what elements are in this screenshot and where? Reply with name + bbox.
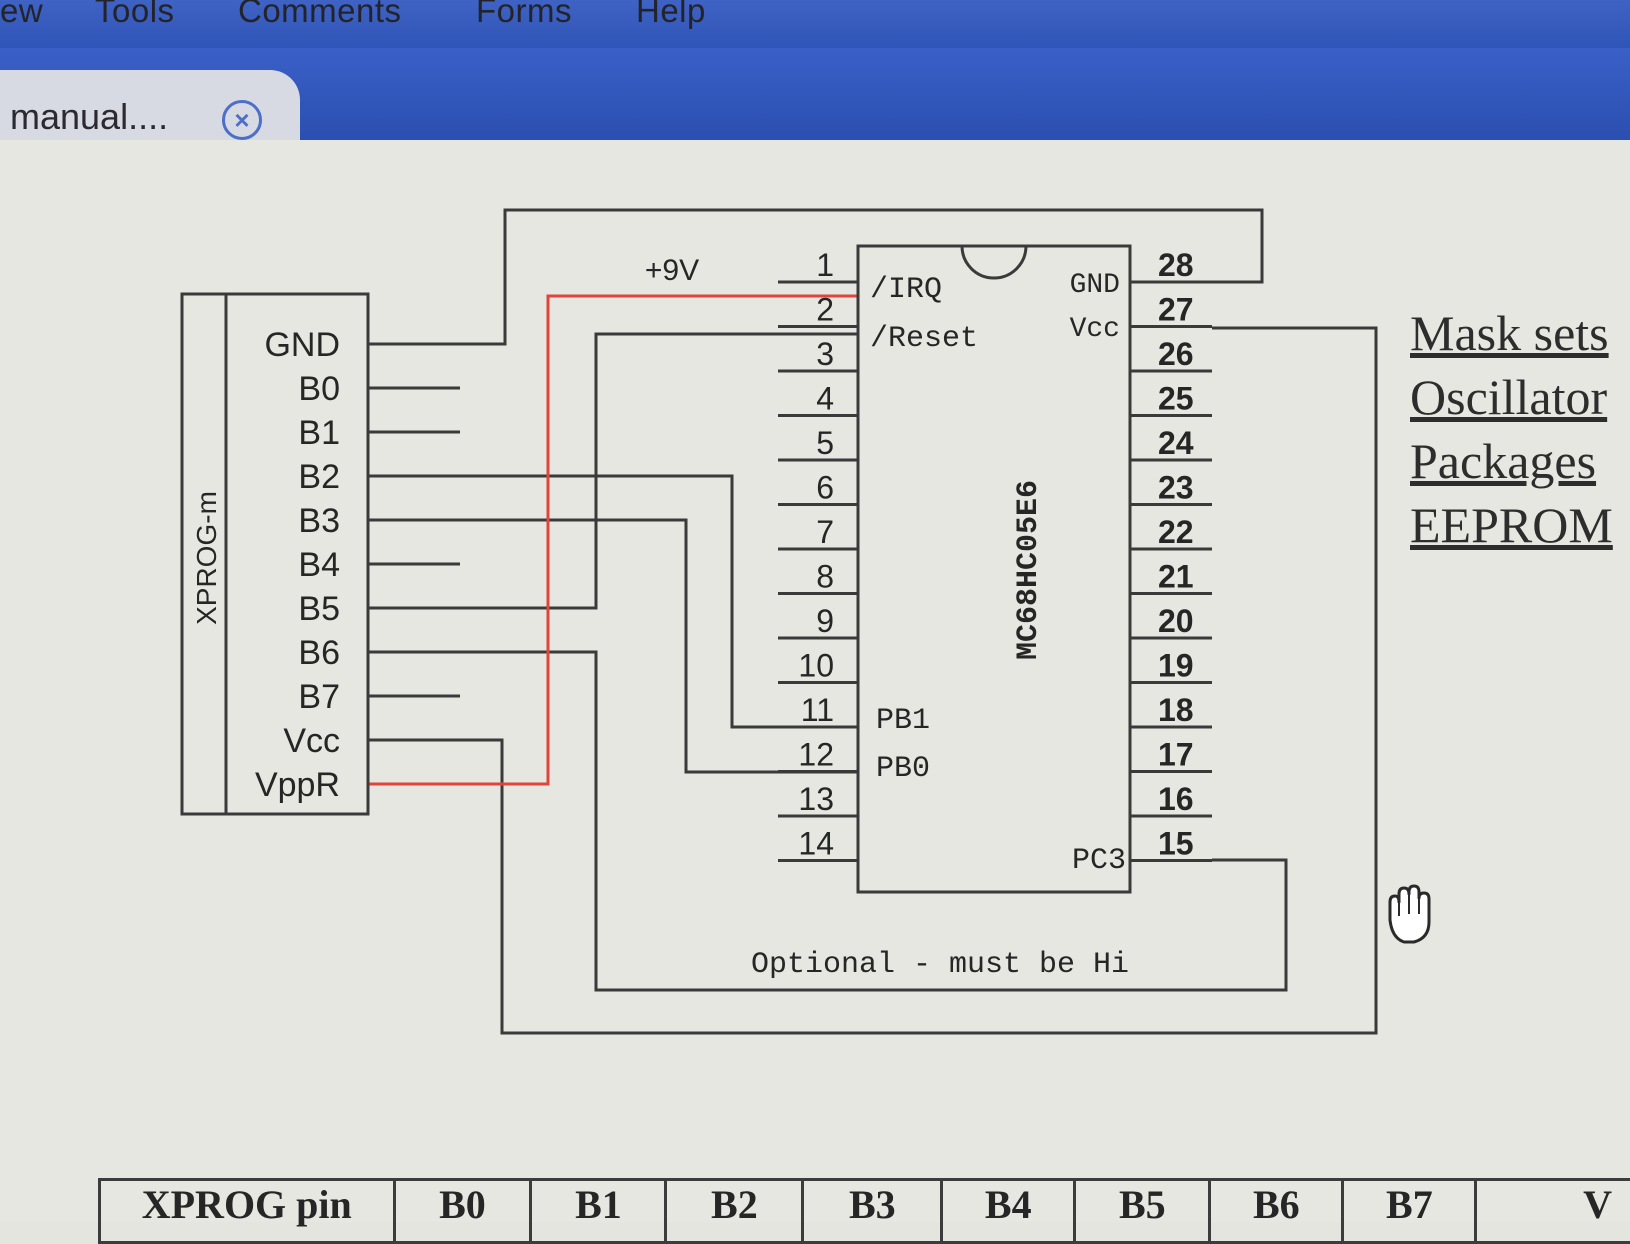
chip-pin-number: 1 xyxy=(816,247,834,283)
chip-pin-number: 16 xyxy=(1158,781,1194,817)
link-packages[interactable]: Packages xyxy=(1410,432,1596,490)
label-gnd: GND xyxy=(1070,270,1120,301)
chip-pin-number: 6 xyxy=(816,470,834,506)
label-pc3: PC3 xyxy=(1072,844,1126,878)
connector-pin-label: GND xyxy=(264,326,340,364)
chip-label: MC68HC05E6 xyxy=(1012,480,1046,660)
connector-pin-label: B1 xyxy=(298,414,340,452)
chip-pin-number: 11 xyxy=(801,692,834,728)
chip-pin-number: 24 xyxy=(1158,425,1194,461)
chip-pin-number: 12 xyxy=(798,737,834,773)
table-header-cell: B3 xyxy=(803,1180,942,1243)
chip-pin-number: 22 xyxy=(1158,514,1194,550)
mc68hc05e6-chip: MC68HC05E6 12345678910111213142827262524… xyxy=(798,246,1193,892)
close-circle-icon[interactable]: × xyxy=(222,100,262,140)
wire-vcc xyxy=(368,328,1376,1033)
label-irq: /IRQ xyxy=(870,273,942,307)
chip-pin-number: 27 xyxy=(1158,292,1194,328)
table-header-cell: B4 xyxy=(942,1180,1075,1243)
chip-pin-number: 17 xyxy=(1158,737,1194,773)
document-tab-title: manual.... xyxy=(10,96,168,138)
connector-pin-label: Vcc xyxy=(283,722,340,760)
chip-pin-number: 20 xyxy=(1158,603,1194,639)
connector-pin-label: B0 xyxy=(298,370,340,408)
chip-pin-number: 25 xyxy=(1158,381,1194,417)
optional-note: Optional - must be Hi xyxy=(751,948,1129,982)
chip-pin-number: 5 xyxy=(816,425,834,461)
connector-pin-label: B7 xyxy=(298,678,340,716)
table-header-cell: B7 xyxy=(1343,1180,1476,1243)
menu-help[interactable]: Help xyxy=(636,0,706,30)
chip-pin-number: 14 xyxy=(798,826,834,862)
chip-pin-number: 2 xyxy=(816,292,834,328)
table-header-row: XPROG pin B0 B1 B2 B3 B4 B5 B6 B7 V xyxy=(100,1180,1630,1243)
supply-label: +9V xyxy=(645,254,699,287)
chip-pin-number: 19 xyxy=(1158,648,1194,684)
hand-cursor-icon xyxy=(1380,880,1440,955)
chip-pin-number: 28 xyxy=(1158,247,1194,283)
chip-pin-number: 8 xyxy=(816,559,834,595)
label-vcc: Vcc xyxy=(1070,314,1120,345)
chip-notch xyxy=(962,246,1026,278)
chip-pin-number: 18 xyxy=(1158,692,1194,728)
chip-pin-number: 3 xyxy=(816,336,834,372)
wire-vppr-irq xyxy=(368,296,858,784)
menu-tools[interactable]: Tools xyxy=(95,0,175,30)
chip-pin-number: 13 xyxy=(798,781,834,817)
chip-pin-number: 15 xyxy=(1158,826,1194,862)
connector-pin-label: B2 xyxy=(298,458,340,496)
connector-pin-label: B3 xyxy=(298,502,340,540)
connector-label: XPROG-m xyxy=(191,491,222,625)
wire-b5-reset xyxy=(368,334,858,608)
connector-pin-label: B6 xyxy=(298,634,340,672)
link-oscillator[interactable]: Oscillator xyxy=(1410,368,1607,426)
wire-b3-pb0 xyxy=(368,520,858,772)
wire-gnd xyxy=(368,210,1262,344)
chip-pin-number: 4 xyxy=(816,381,834,417)
chip-pin-number: 10 xyxy=(798,648,834,684)
table-header-cell: B6 xyxy=(1210,1180,1343,1243)
pin-mapping-table: XPROG pin B0 B1 B2 B3 B4 B5 B6 B7 V xyxy=(98,1178,1630,1244)
table-header-cell: B5 xyxy=(1075,1180,1210,1243)
label-pb0: PB0 xyxy=(876,752,930,786)
table-header-cell: XPROG pin xyxy=(100,1180,395,1243)
table-header-cell: B0 xyxy=(394,1180,531,1243)
table-header-cell: B1 xyxy=(531,1180,666,1243)
table-header-cell: B2 xyxy=(666,1180,803,1243)
label-reset: /Reset xyxy=(870,322,978,356)
table-header-cell: V xyxy=(1476,1180,1630,1243)
menu-comments[interactable]: Comments xyxy=(238,0,402,30)
menu-bar: ew Tools Comments Forms Help xyxy=(0,0,1630,48)
menu-view[interactable]: ew xyxy=(0,0,43,30)
chip-pin-number: 7 xyxy=(816,514,834,550)
label-pb1: PB1 xyxy=(876,704,930,738)
menu-forms[interactable]: Forms xyxy=(476,0,572,30)
connector-pin-label: VppR xyxy=(255,766,340,804)
link-mask-sets[interactable]: Mask sets xyxy=(1410,304,1609,362)
wire-b2-pb1 xyxy=(368,476,858,727)
chip-pin-number: 9 xyxy=(816,603,834,639)
chip-pin-number: 23 xyxy=(1158,470,1194,506)
chip-pin-number: 21 xyxy=(1158,559,1194,595)
link-eeprom[interactable]: EEPROM xyxy=(1410,496,1613,554)
connector-pin-label: B4 xyxy=(298,546,340,584)
connector-pin-label: B5 xyxy=(298,590,340,628)
chip-pin-number: 26 xyxy=(1158,336,1194,372)
document-tab-strip: manual.... × xyxy=(0,48,1630,140)
